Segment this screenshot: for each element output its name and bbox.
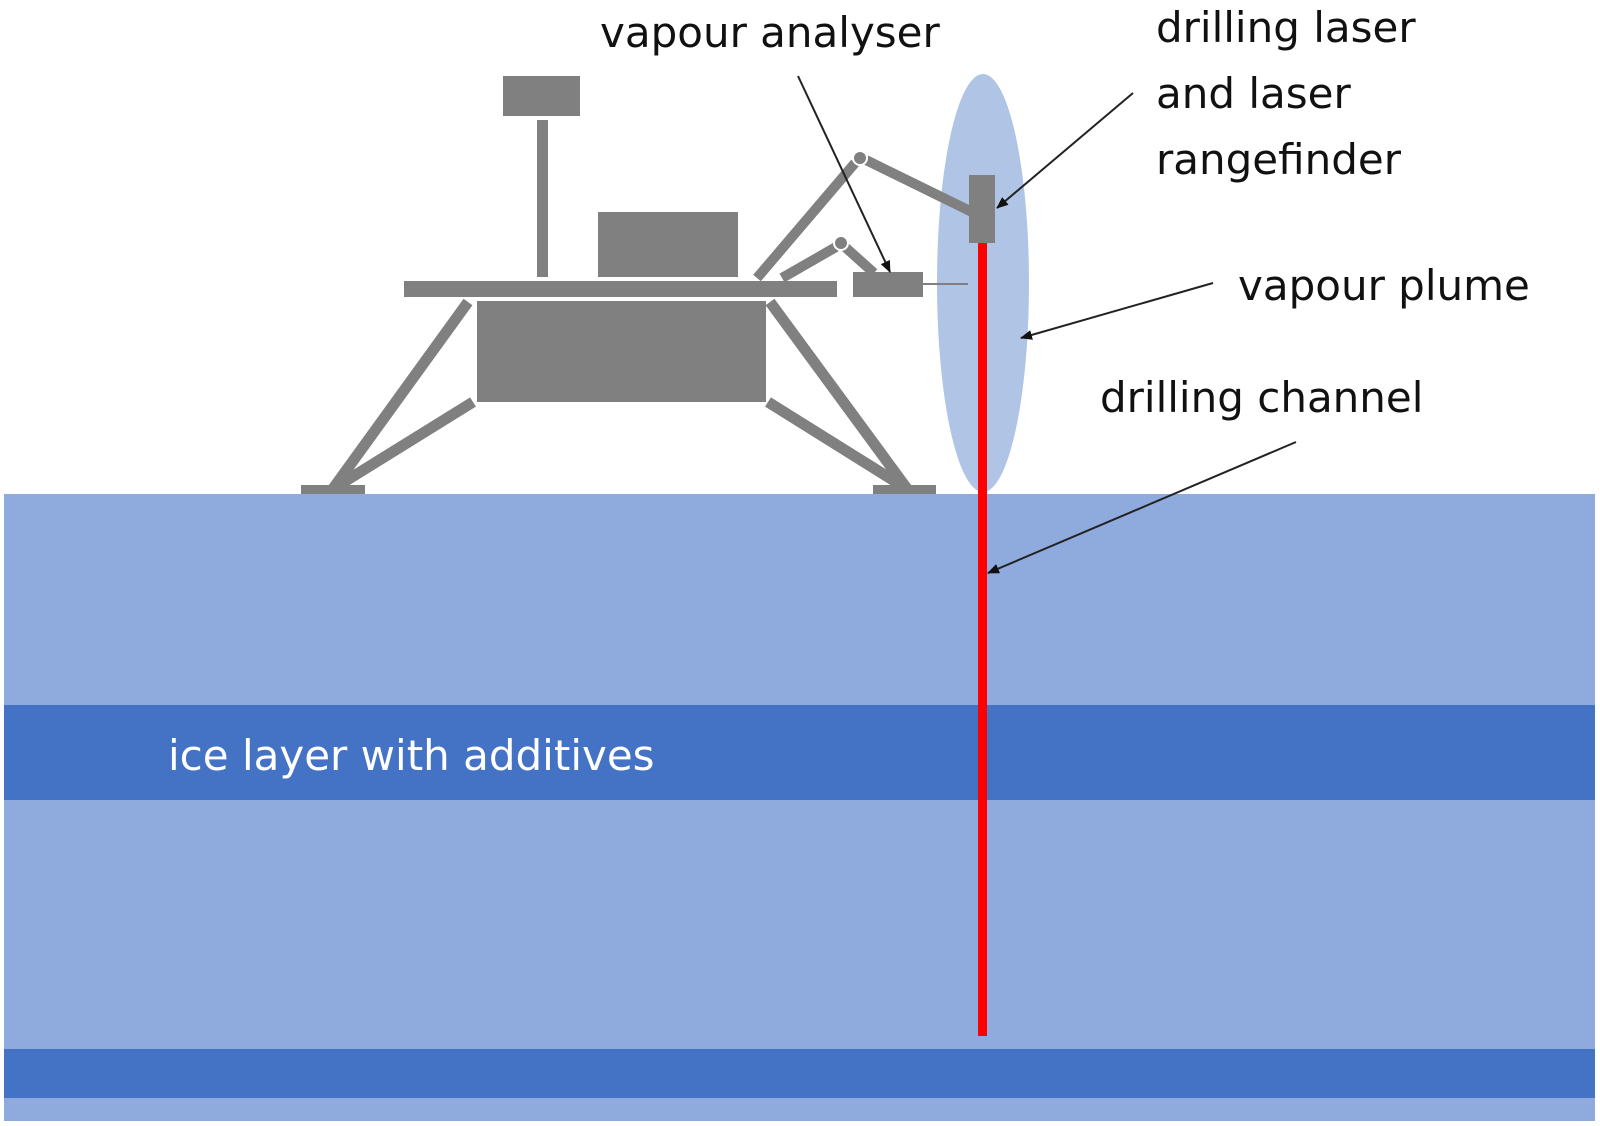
callout-arrow-drilling-laser (996, 92, 1134, 209)
analyser-arm-joint (833, 235, 849, 251)
laser-beam-drilling-channel (978, 243, 987, 1036)
label-drilling-laser-line1: drilling laser (1156, 3, 1416, 52)
label-drilling-laser-line2: and laser (1156, 69, 1351, 118)
ice-ground (4, 494, 1595, 1121)
lander (301, 76, 995, 494)
ice-layer-with-additives-band (4, 705, 1595, 800)
label-vapour-analyser: vapour analyser (600, 8, 941, 57)
analyser-arm-upper-segment (841, 243, 878, 277)
lander-mast-pole (537, 120, 548, 277)
callout-arrow-drilling-channel (987, 441, 1297, 574)
lander-mast-head (503, 76, 580, 116)
drilling-laser-head (969, 175, 995, 243)
laser-arm-joint (852, 150, 868, 166)
lander-leg-right-outer (765, 298, 913, 494)
laser-arm-lower-segment (753, 159, 859, 282)
lander-foot-left (301, 485, 365, 494)
ice-surface-layer (4, 494, 1595, 1121)
lower-additives-band (4, 1049, 1595, 1098)
label-drilling-channel: drilling channel (1100, 373, 1423, 422)
lander-leg-left-inner (333, 397, 476, 492)
lander-foot-right (873, 485, 936, 494)
label-vapour-plume: vapour plume (1238, 261, 1530, 310)
lander-top-module (598, 212, 738, 277)
callout-arrow-vapour-plume (1020, 282, 1214, 340)
analyser-arm-lower-segment (779, 242, 839, 283)
lander-leg-left-outer (327, 298, 473, 494)
callout-arrow-vapour-analyser (797, 75, 891, 273)
lander-deck (404, 281, 837, 297)
lander-leg-right-inner (765, 397, 907, 492)
vapour-analyser-unit (853, 272, 923, 297)
label-ice-layer-with-additives: ice layer with additives (168, 731, 655, 780)
label-drilling-laser-line3: rangefinder (1156, 135, 1402, 184)
lander-body (477, 301, 766, 402)
laser-arm-upper-segment (863, 155, 975, 217)
